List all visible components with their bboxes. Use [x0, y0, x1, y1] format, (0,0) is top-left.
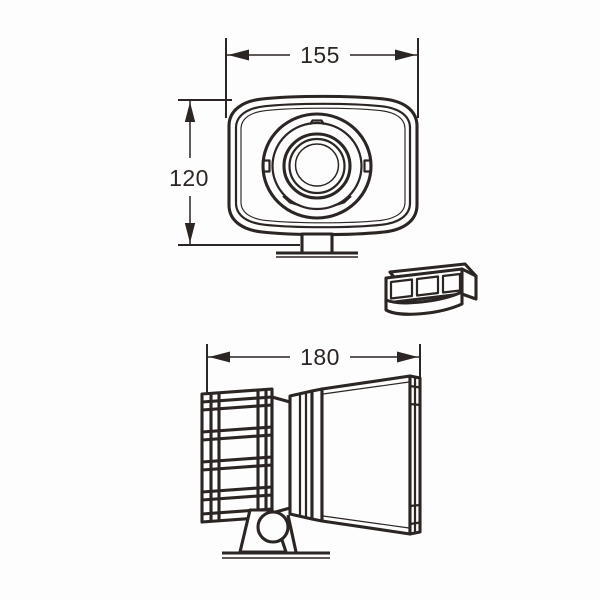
dimension-label-180: 180: [300, 344, 340, 370]
stand-pivot-hole: [256, 510, 290, 544]
dimension-label-155: 155: [300, 42, 340, 68]
dimension-label-120: 120: [169, 165, 209, 191]
driver-tab-left: [263, 159, 271, 173]
base-stem: [300, 232, 334, 255]
side-swivel-stand: [222, 508, 330, 559]
cage-rib-4b: [201, 493, 273, 502]
body-inner-bevel: [240, 107, 406, 224]
side-horn-neck: [270, 387, 324, 523]
bracket-right-face: [460, 267, 478, 301]
driver-tab-right: [363, 159, 371, 173]
arrowhead-left: [209, 351, 230, 363]
side-horn-mouth-rim: [408, 374, 422, 536]
cage-rib-1b: [201, 403, 273, 412]
side-view: 180: [200, 344, 422, 559]
driver-notch-lower-right: [333, 195, 352, 207]
cage-rib-2: [201, 425, 273, 434]
bracket-slot-1: [389, 278, 414, 300]
front-height-extension-lines: [178, 99, 300, 246]
side-driver-cage: [200, 387, 274, 524]
driver-ring-inner: [288, 137, 346, 195]
driver-notch-top: [309, 119, 325, 126]
front-driver-rings: [261, 112, 373, 220]
arrowhead-left: [228, 49, 249, 61]
cage-rib-2b: [201, 433, 273, 442]
side-horn-flare: [320, 374, 412, 536]
front-view: 155 120: [169, 38, 419, 258]
horn-flare-bottom-inner: [322, 515, 410, 529]
bracket-detail: [384, 262, 478, 316]
neck-body: [270, 395, 292, 515]
driver-ring-second: [271, 121, 363, 211]
arrowhead-right: [397, 351, 418, 363]
dimension-height-120: 120: [169, 101, 209, 244]
dimension-width-155: 155: [227, 42, 417, 68]
cage-rib-3: [201, 455, 273, 464]
bracket-lower-skirt: [384, 290, 464, 316]
stand-right-edge: [286, 514, 298, 553]
driver-throat-aperture: [294, 143, 340, 187]
bracket-slot-3: [441, 272, 462, 294]
driver-notch-lower-left: [282, 195, 301, 207]
horn-flare-body: [320, 374, 412, 536]
front-base-mount: [276, 232, 358, 258]
arrowhead-bottom: [184, 223, 196, 243]
front-width-extension-lines: [225, 38, 419, 118]
bracket-slot-2: [415, 275, 440, 297]
rim-notch-bottom: [409, 521, 421, 526]
arrowhead-top: [184, 102, 196, 122]
rim-notch-upper: [409, 402, 421, 407]
body-inner-lip: [234, 102, 412, 229]
cage-rib-1: [201, 395, 273, 404]
arrowhead-right: [395, 49, 416, 61]
horn-flare-top-inner: [322, 381, 410, 395]
driver-ring-collar: [282, 132, 352, 200]
dimension-depth-180: 180: [208, 344, 419, 370]
cage-rib-4: [201, 485, 273, 494]
bracket-top-tick: [395, 273, 417, 277]
rim-notch-lower: [409, 503, 421, 508]
rim-notch-top: [409, 384, 421, 389]
cage-rib-3b: [201, 463, 273, 472]
